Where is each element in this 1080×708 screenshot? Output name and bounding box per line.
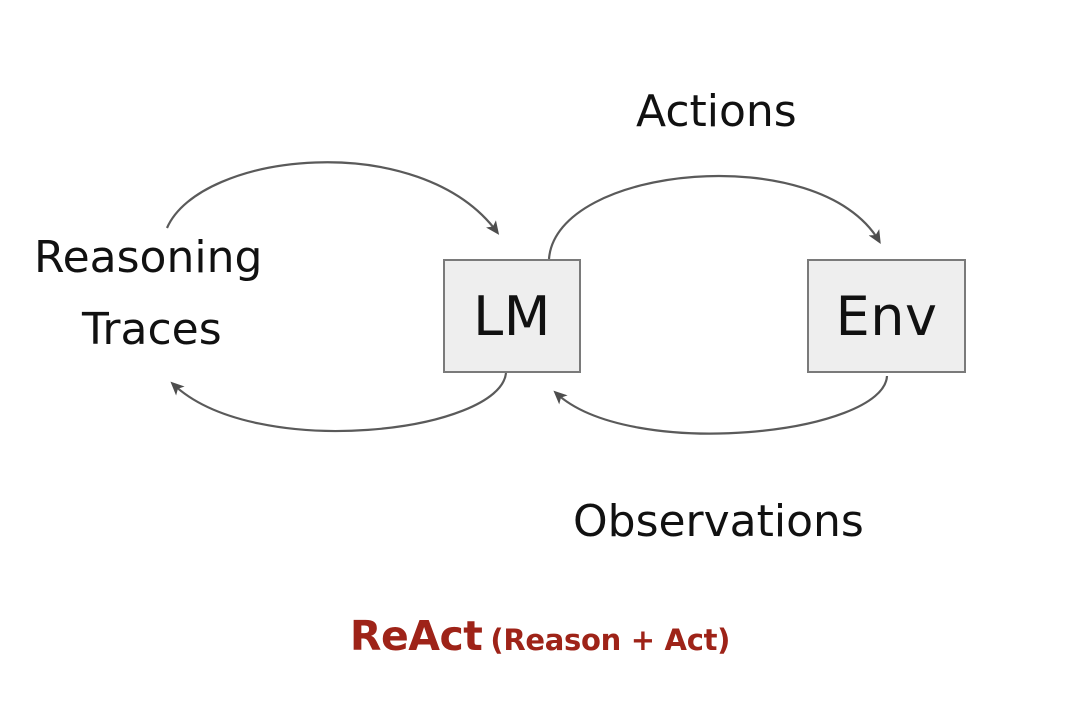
caption-sub-text: (Reason + Act) [490,623,731,657]
edge-observations-arc [553,375,889,435]
edge-actions-arc [547,174,881,260]
edge-label-reasoning: Reasoning [34,232,263,283]
edge-label-observations: Observations [573,496,864,547]
node-env-label: Env [835,284,938,348]
edge-reasoning-out-arc [170,372,508,433]
edge-label-actions: Actions [636,86,797,137]
caption: ReAct(Reason + Act) [0,612,1080,660]
edge-reasoning-in-arc [165,161,500,235]
node-lm-label: LM [473,284,551,348]
node-env[interactable]: Env [807,259,966,373]
edge-label-traces: Traces [82,304,222,355]
caption-main-text: ReAct [349,612,483,660]
node-lm[interactable]: LM [443,259,581,373]
